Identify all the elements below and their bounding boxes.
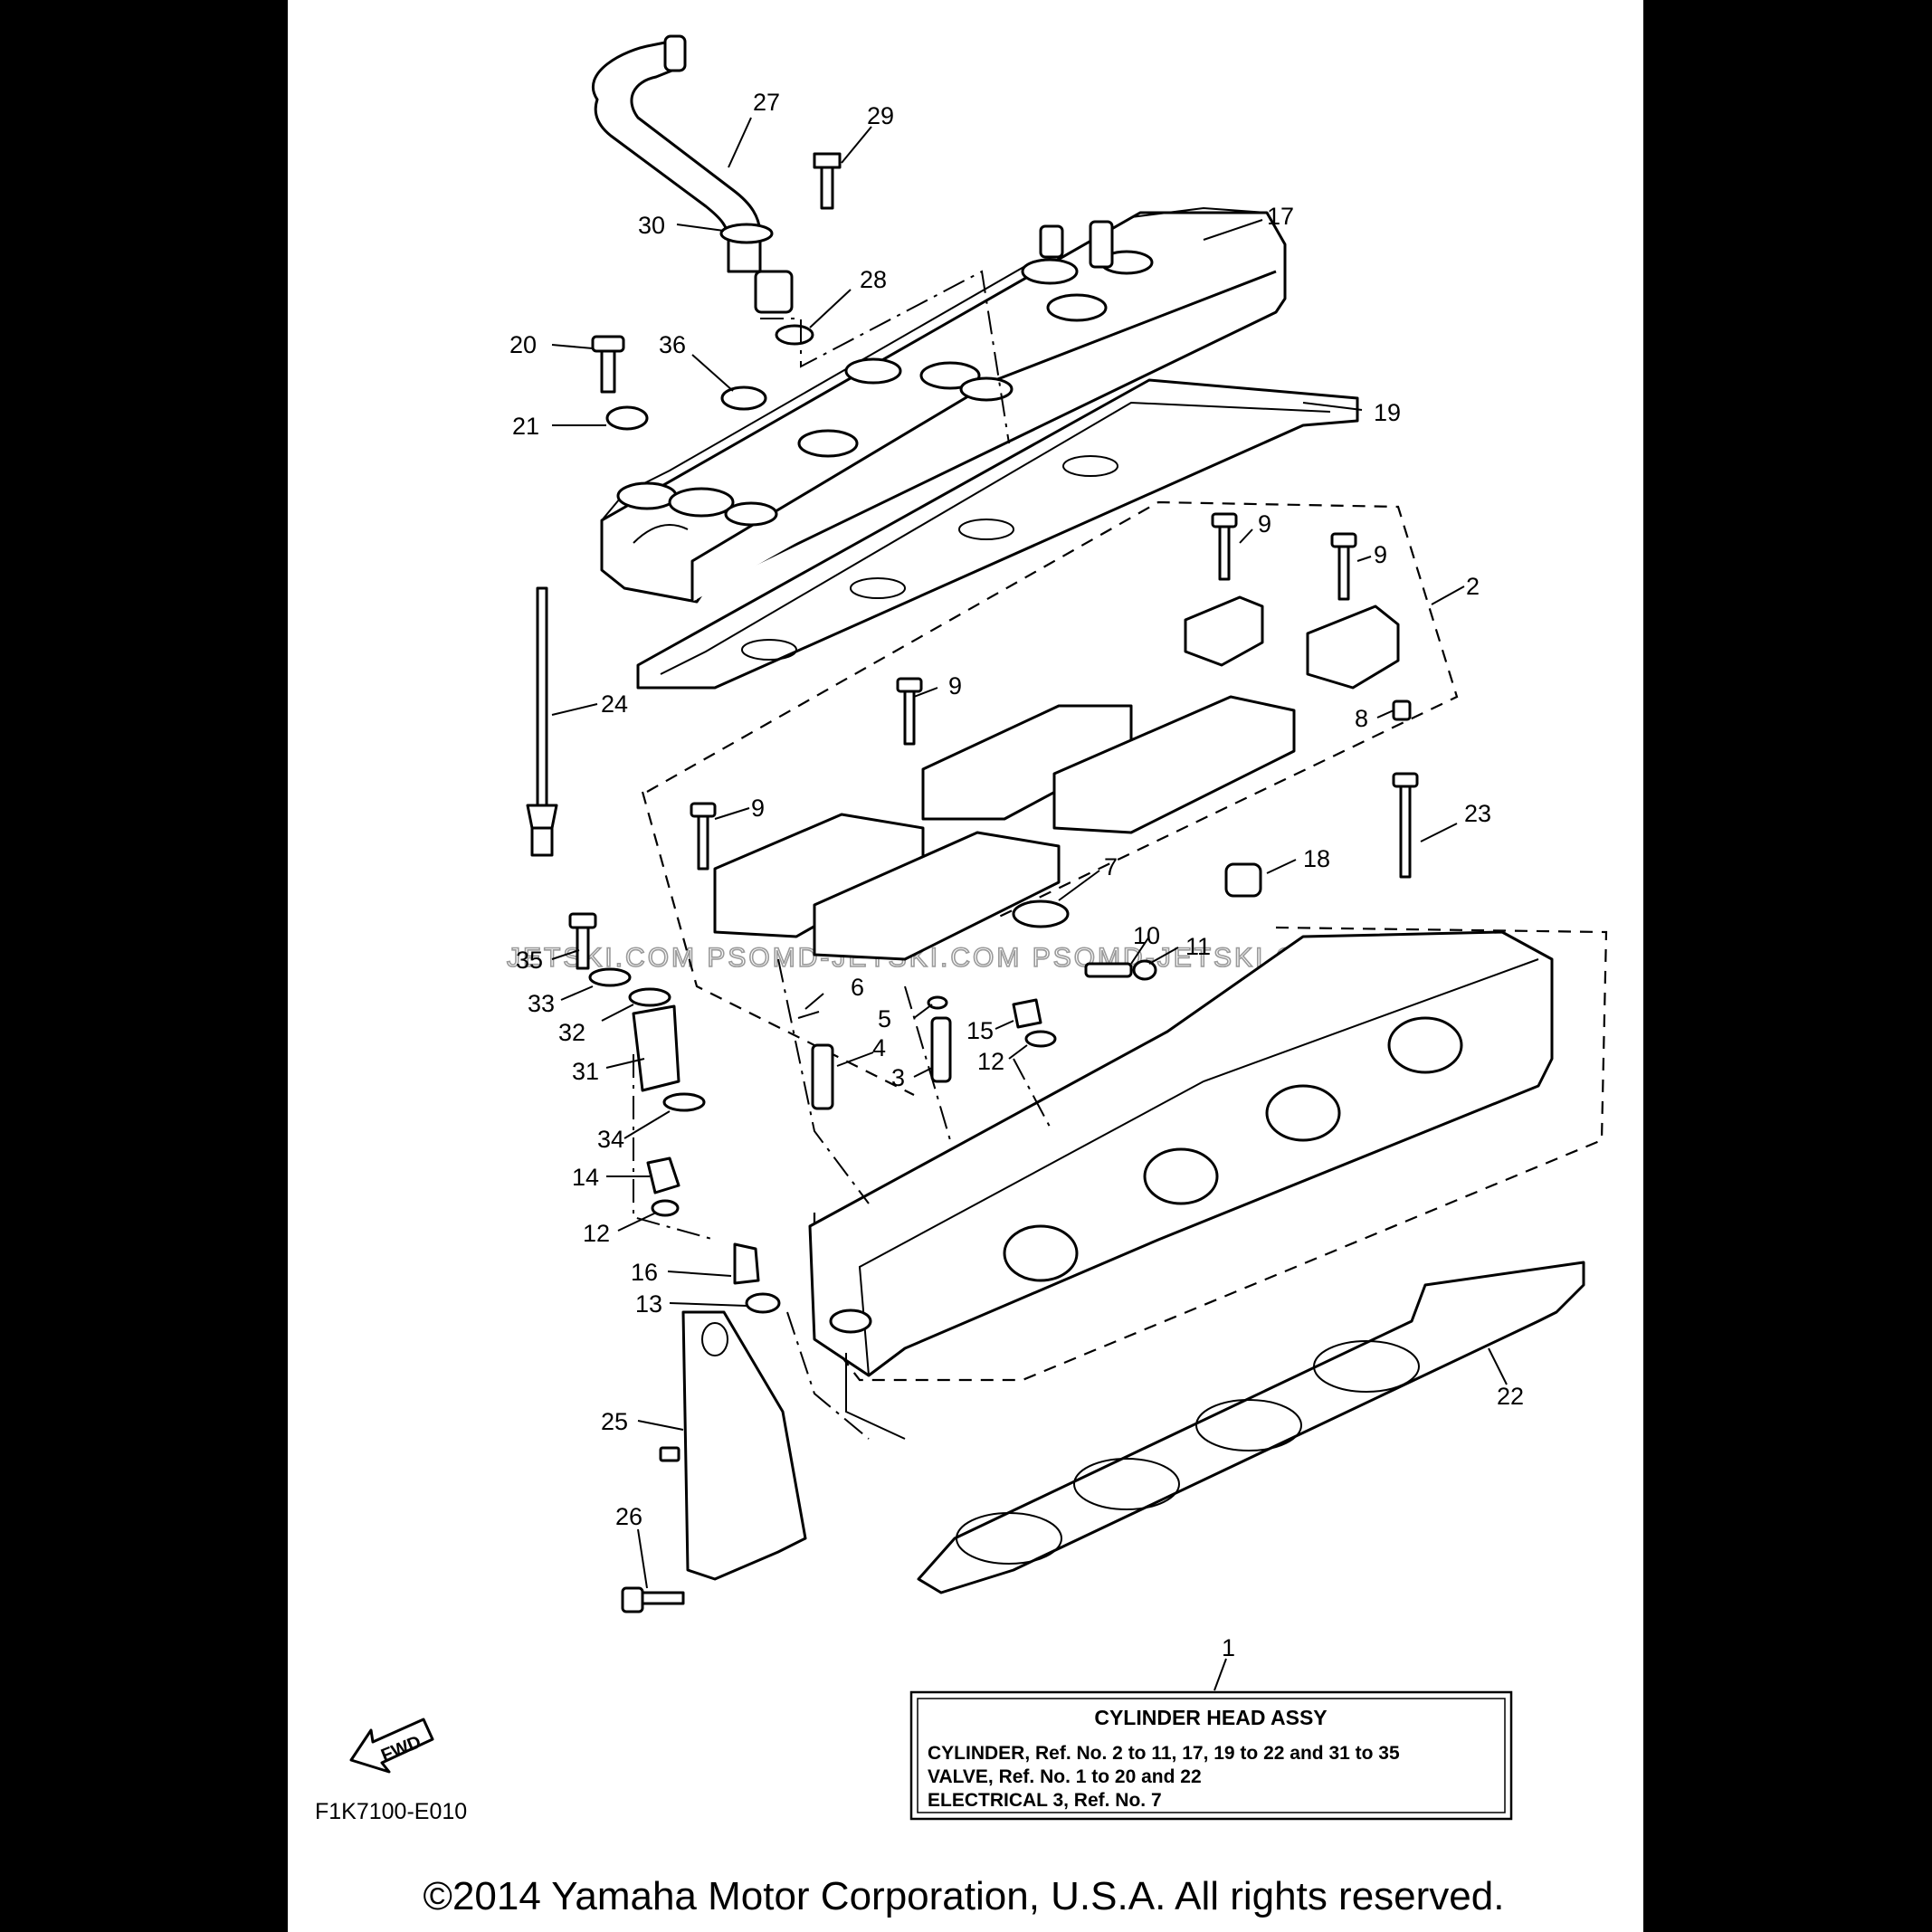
callout: 14	[572, 1164, 599, 1191]
callout: 19	[1374, 399, 1401, 426]
callout: 24	[601, 690, 628, 718]
callout-labels: 27 29 30 17 28 20 36 21 19 9 9 2 24 9 8 …	[509, 89, 1524, 1661]
callout: 12	[583, 1220, 610, 1247]
copyright-notice: ©2014 Yamaha Motor Corporation, U.S.A. A…	[424, 1874, 1505, 1918]
bolt-29	[813, 152, 842, 210]
assembly-callout: 1	[1222, 1634, 1235, 1661]
bolt-20	[591, 335, 625, 394]
callout: 36	[659, 331, 686, 358]
head-cover-17	[600, 206, 1287, 604]
callout: 8	[1355, 705, 1368, 732]
callout: 30	[638, 212, 665, 239]
valve-parts	[797, 995, 1057, 1110]
cam-cap-lower	[713, 813, 1061, 961]
callout: 28	[860, 266, 887, 293]
cylinder-head-body	[808, 930, 1554, 1440]
callout: 20	[509, 331, 537, 358]
callout: 9	[1374, 541, 1387, 568]
callout: 11	[1185, 933, 1211, 960]
callout: 9	[948, 672, 962, 700]
callout: 16	[631, 1259, 658, 1286]
info-box-line: CYLINDER, Ref. No. 2 to 11, 17, 19 to 22…	[928, 1743, 1400, 1764]
callout: 4	[872, 1034, 886, 1061]
plate-25	[659, 1310, 807, 1581]
left-small-parts	[568, 912, 781, 1314]
callout: 9	[751, 795, 765, 822]
callout: 25	[601, 1408, 628, 1435]
callout: 2	[1466, 573, 1480, 600]
callout: 9	[1258, 510, 1271, 538]
info-box-title: CYLINDER HEAD ASSY	[1094, 1706, 1327, 1729]
callout: 6	[851, 974, 864, 1001]
leader-lines	[551, 117, 1508, 1691]
info-box-line: VALVE, Ref. No. 1 to 20 and 22	[928, 1766, 1202, 1787]
callout: 33	[528, 990, 555, 1017]
washer-11	[1132, 959, 1157, 981]
plug-36	[720, 385, 767, 411]
head-gasket-22	[917, 1261, 1585, 1594]
info-box: CYLINDER HEAD ASSY CYLINDER, Ref. No. 2 …	[909, 1690, 1513, 1821]
callout: 10	[1133, 922, 1160, 949]
grommet-21	[605, 405, 649, 431]
callout: 15	[966, 1017, 994, 1044]
bolt-26	[621, 1586, 685, 1613]
callout: 26	[615, 1503, 642, 1530]
callout: 29	[867, 102, 894, 129]
callout: 35	[516, 947, 543, 974]
alignment-lines	[633, 270, 1051, 1440]
callout: 3	[891, 1064, 905, 1091]
cam-cap-middle	[921, 695, 1296, 834]
harness-24	[526, 586, 558, 857]
callout: 34	[597, 1126, 624, 1153]
callout: 7	[1104, 853, 1118, 880]
callout: 22	[1497, 1383, 1524, 1410]
cam-cap-upper-right	[1184, 595, 1412, 721]
bolts-9	[690, 512, 1357, 871]
callout: 17	[1267, 203, 1294, 230]
bolt-23	[1392, 772, 1419, 879]
o-ring-28	[775, 324, 814, 346]
fwd-arrow-icon: FWD	[349, 1718, 434, 1774]
part-code: F1K7100-E010	[315, 1799, 467, 1824]
callout: 5	[878, 1005, 891, 1033]
callout: 13	[635, 1290, 662, 1318]
info-box-line: ELECTRICAL 3, Ref. No. 7	[928, 1790, 1162, 1811]
callout: 18	[1303, 845, 1330, 872]
breather-hose-27	[591, 34, 794, 314]
sensor-7	[1012, 899, 1070, 928]
callout: 27	[753, 89, 780, 116]
bolt-10	[1084, 962, 1133, 978]
gasket-19	[636, 378, 1359, 690]
callout: 21	[512, 413, 539, 440]
callout: 12	[977, 1048, 1004, 1075]
dashed-outline-2	[646, 500, 1459, 919]
callout: 31	[572, 1058, 599, 1085]
callout: 23	[1464, 800, 1491, 827]
collar-18	[1224, 862, 1262, 898]
callout: 32	[558, 1019, 585, 1046]
